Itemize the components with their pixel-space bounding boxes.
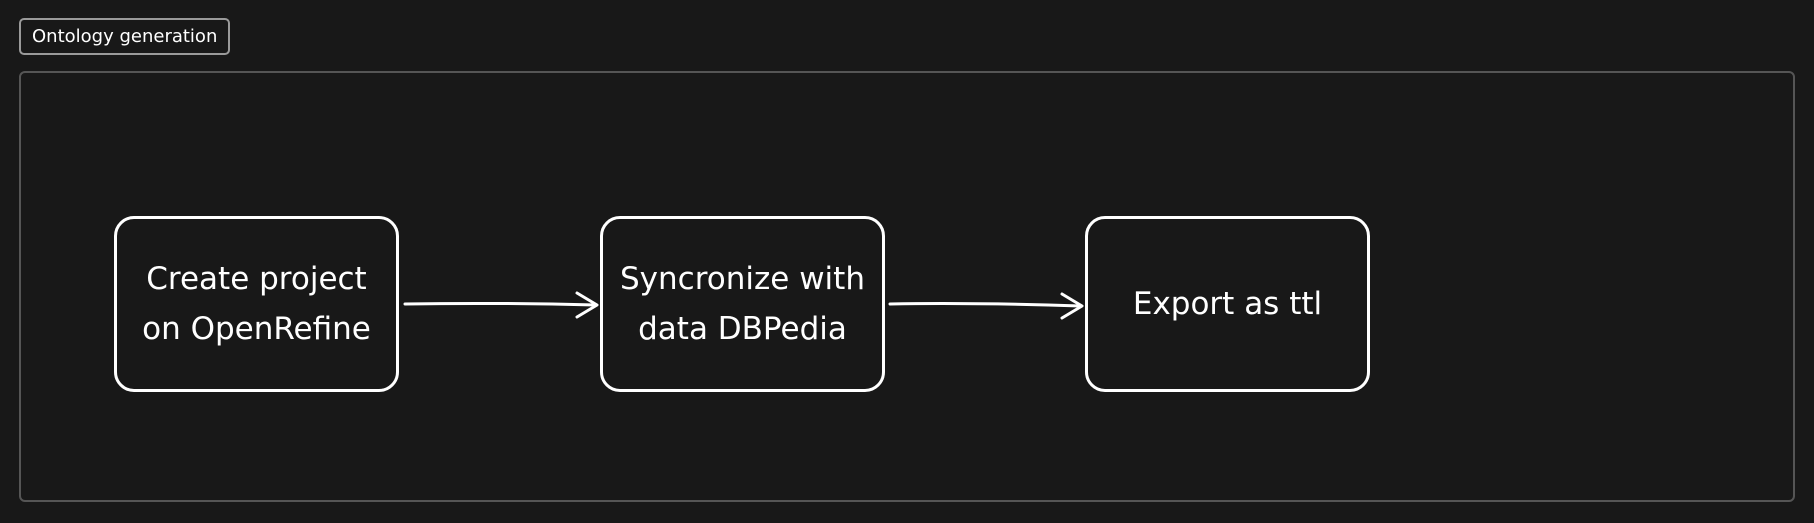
node-export[interactable]: Export as ttl <box>1085 216 1370 392</box>
node-create-project-line2: on OpenRefine <box>142 311 371 347</box>
node-export-line1: Export as ttl <box>1132 286 1323 322</box>
node-create-project-line1: Create project <box>146 261 367 297</box>
node-synchronize-line2: data DBPedia <box>638 311 847 347</box>
diagram-frame <box>19 71 1795 502</box>
node-create-project[interactable]: Create project on OpenRefine <box>114 216 399 392</box>
edge-synchronize-to-export <box>888 292 1084 320</box>
node-synchronize-line1: Syncronize with <box>620 261 865 297</box>
edge-create-to-synchronize <box>403 291 599 319</box>
node-synchronize[interactable]: Syncronize with data DBPedia <box>600 216 885 392</box>
frame-label[interactable]: Ontology generation <box>19 18 231 55</box>
